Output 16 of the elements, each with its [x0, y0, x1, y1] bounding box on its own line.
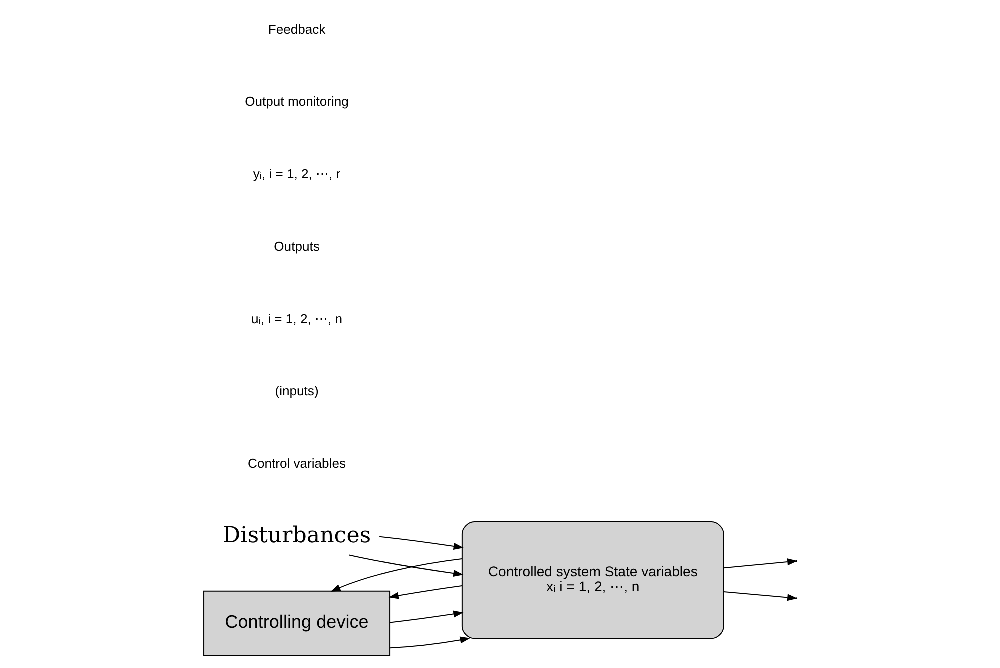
arrow: [390, 636, 470, 649]
label: uᵢ, i = 1, 2, ⋯, n: [251, 311, 342, 326]
label: Outputs: [274, 238, 320, 254]
arrow: [330, 558, 462, 592]
label: Control variables: [248, 456, 346, 472]
label: (inputs): [274, 384, 318, 399]
label: Feedback: [268, 22, 326, 37]
arrow: [390, 610, 464, 624]
label: yᵢ, i = 1, 2, ⋯, r: [252, 166, 340, 182]
node-box: Controlling device: [203, 590, 390, 656]
node-box: Controlled system State variables xᵢ i = 1, 2, ⋯, n: [461, 522, 724, 640]
node-text: Disturbances: [222, 522, 371, 549]
arrow: [379, 536, 464, 550]
arrow: [388, 585, 462, 600]
arrow: [348, 554, 464, 578]
label: Output monitoring: [244, 94, 348, 110]
